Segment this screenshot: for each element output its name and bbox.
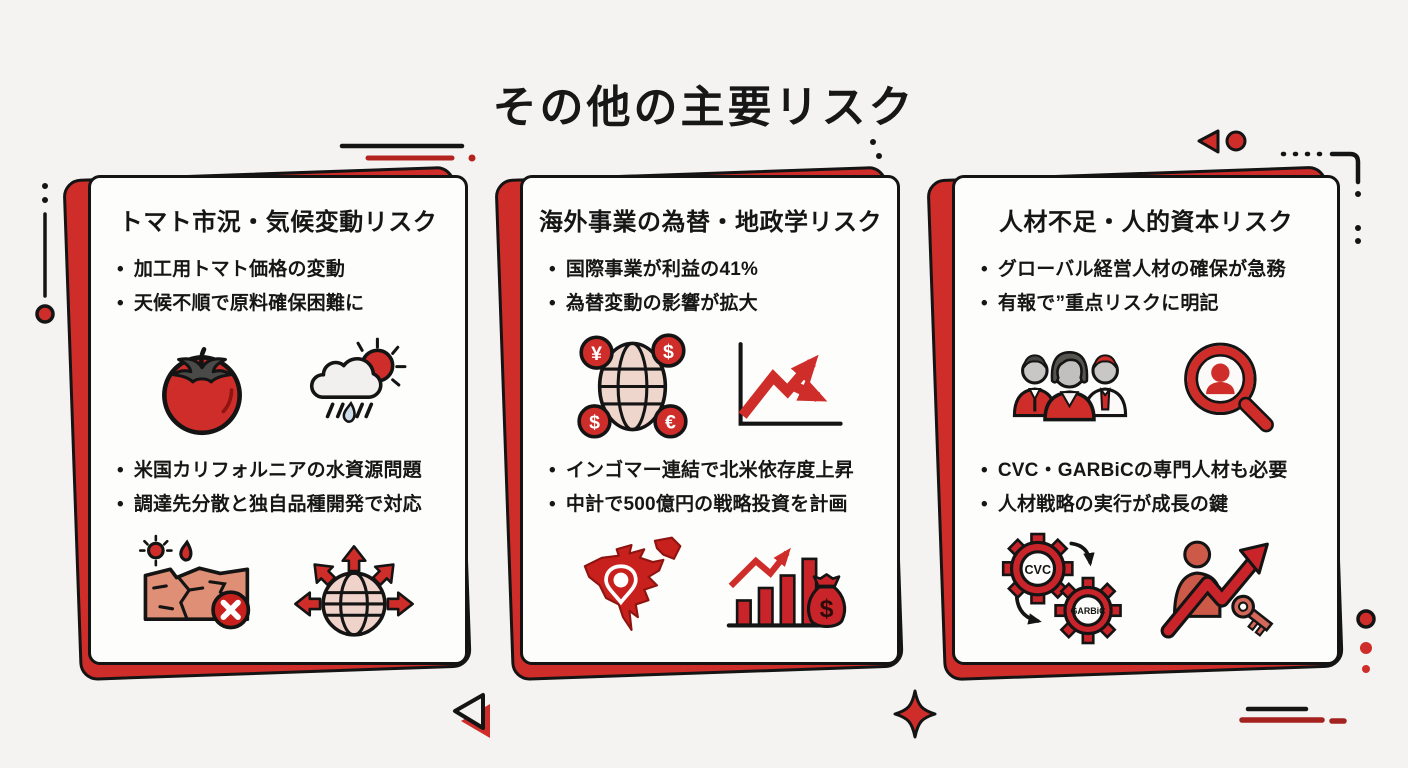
deco-right-red-dots bbox=[1356, 609, 1376, 673]
cycle-arrow-top bbox=[1069, 541, 1095, 567]
cycle-arrow-bottom bbox=[1014, 596, 1042, 625]
icon-row-top bbox=[971, 321, 1321, 453]
bullet-item: 人材戦略の実行が成長の鍵 bbox=[979, 488, 1321, 522]
bullet-item: 調達先分散と独自品種開発で対応 bbox=[115, 488, 449, 522]
card-title: 人材不足・人的資本リスク bbox=[999, 209, 1293, 236]
icon-row-bottom: $ bbox=[539, 522, 881, 654]
dollar-symbol: $ bbox=[663, 341, 674, 363]
card-title: トマト市況・気候変動リスク bbox=[118, 209, 438, 236]
gear-cvc: CVC bbox=[1001, 532, 1074, 605]
euro-symbol: € bbox=[665, 412, 676, 434]
card-forex-geopolitical-risk: 海外事業の為替・地政学リスク 国際事業が利益の41% 為替変動の影響が拡大 ¥ … bbox=[494, 165, 904, 682]
gear-garbic: GARBiC bbox=[1053, 576, 1122, 645]
yen-symbol: ¥ bbox=[591, 343, 602, 365]
drought-cracked-land-icon bbox=[138, 534, 251, 630]
icon-row-top: ¥ $ $ € bbox=[539, 321, 881, 453]
bullet-item: 為替変動の影響が拡大 bbox=[547, 287, 881, 321]
business-team-icon bbox=[1012, 351, 1128, 422]
tomato-icon bbox=[162, 347, 243, 436]
bullet-list-bottom: 米国カリフォルニアの水資源問題 調達先分散と独自品種開発で対応 bbox=[107, 454, 449, 522]
globe-diversification-arrows-icon bbox=[294, 544, 414, 637]
bullet-item: 米国カリフォルニアの水資源問題 bbox=[115, 454, 449, 488]
bullet-item: 国際事業が利益の41% bbox=[547, 253, 881, 287]
cvc-garbic-gears-icon: CVC GARBiC bbox=[1001, 532, 1122, 645]
bullet-item: CVC・GARBiCの専門人材も必要 bbox=[979, 454, 1321, 488]
bullet-item: 天候不順で原料確保困難に bbox=[115, 287, 449, 321]
money-bag-dollar-symbol: $ bbox=[820, 595, 834, 623]
icon-row-bottom bbox=[107, 522, 449, 654]
deco-left-dots-line bbox=[35, 183, 55, 324]
card-title: 海外事業の為替・地政学リスク bbox=[539, 209, 882, 236]
bullet-list-bottom: CVC・GARBiCの専門人材も必要 人材戦略の実行が成長の鍵 bbox=[971, 454, 1321, 522]
deco-topleft-lines bbox=[339, 143, 476, 162]
bullet-item: 加工用トマト価格の変動 bbox=[115, 253, 449, 287]
currency-globe-icon: ¥ $ $ € bbox=[577, 333, 688, 439]
bullet-item: 中計で500億円の戦略投資を計画 bbox=[547, 488, 881, 522]
investment-bar-chart-money-bag-icon: $ bbox=[727, 547, 847, 628]
icon-row-bottom: CVC GARBiC bbox=[971, 522, 1321, 654]
deco-center-sparkle bbox=[893, 689, 937, 739]
deco-bottomleft-triangle bbox=[453, 693, 490, 738]
rain-cloud-sun-icon bbox=[309, 338, 407, 424]
gear-label-cvc: CVC bbox=[1024, 563, 1051, 577]
team-member-center bbox=[1043, 351, 1096, 422]
team-member-right bbox=[1083, 354, 1128, 418]
growth-person-arrow-key-icon bbox=[1160, 540, 1274, 639]
key-shape bbox=[1231, 594, 1274, 637]
bullet-item: インゴマー連結で北米依存度上昇 bbox=[547, 454, 881, 488]
deco-bottomright-lines bbox=[1239, 706, 1347, 724]
bullet-list-bottom: インゴマー連結で北米依存度上昇 中計で500億円の戦略投資を計画 bbox=[539, 454, 881, 522]
bullet-list-top: 国際事業が利益の41% 為替変動の影響が拡大 bbox=[539, 253, 881, 321]
north-america-map-pin-icon bbox=[583, 536, 682, 631]
card-human-capital-risk: 人材不足・人的資本リスク グローバル経営人材の確保が急務 有報で”重点リスクに明… bbox=[926, 165, 1344, 682]
dollar-symbol: $ bbox=[589, 412, 600, 434]
bullet-list-top: グローバル経営人材の確保が急務 有報で”重点リスクに明記 bbox=[971, 253, 1321, 321]
icon-row-top bbox=[107, 321, 449, 453]
deco-mid-dots bbox=[870, 139, 882, 159]
page-title: その他の主要リスク bbox=[492, 83, 916, 133]
bullet-item: グローバル経営人材の確保が急務 bbox=[979, 253, 1321, 287]
talent-search-magnifier-icon bbox=[1184, 343, 1274, 433]
card-tomato-climate-risk: トマト市況・気候変動リスク 加工用トマト価格の変動 天候不順で原料確保困難に bbox=[62, 165, 472, 682]
gear-label-garbic: GARBiC bbox=[1070, 606, 1106, 616]
bullet-list-top: 加工用トマト価格の変動 天候不順で原料確保困難に bbox=[107, 253, 449, 321]
volatility-chart-icon bbox=[738, 342, 843, 427]
bullet-item: 有報で”重点リスクに明記 bbox=[979, 287, 1321, 321]
